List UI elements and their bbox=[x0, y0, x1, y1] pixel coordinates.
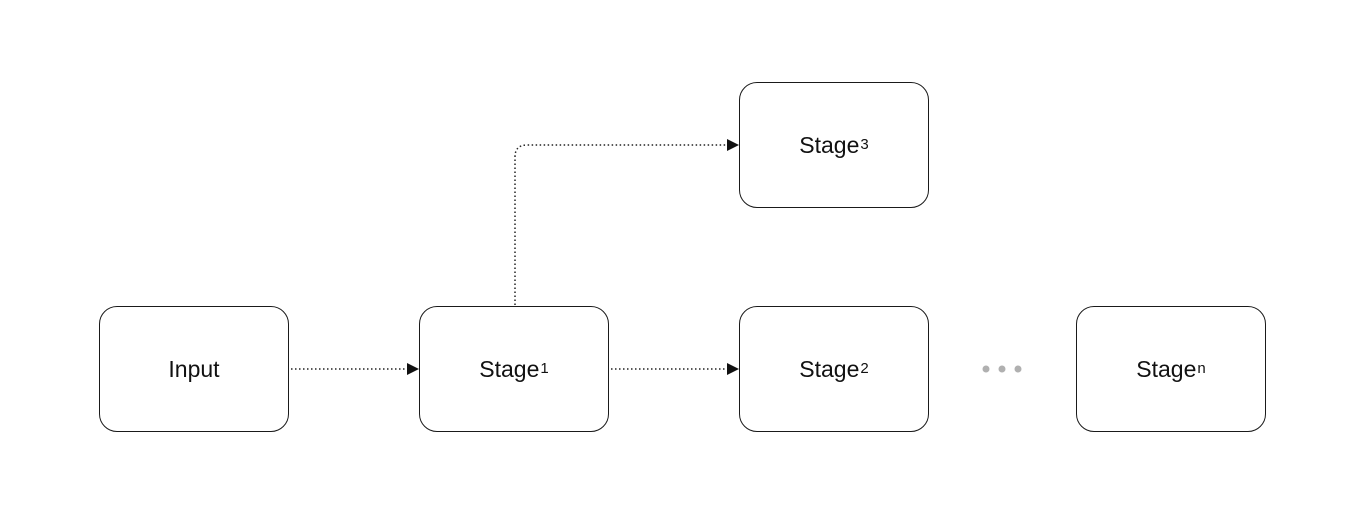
input-node-label: Input bbox=[168, 355, 220, 382]
ellipsis-dots bbox=[982, 365, 1022, 373]
stage-n-node-label: Stage bbox=[1136, 355, 1197, 382]
stage-1-node-label: Stage bbox=[479, 355, 540, 382]
ellipsis-dot bbox=[982, 365, 990, 373]
edge-stage1-to-stage3 bbox=[514, 139, 739, 305]
stage-3-node-label: Stage bbox=[799, 131, 860, 158]
stage-2-node-label: Stage bbox=[799, 355, 860, 382]
input-node: Input bbox=[99, 306, 289, 432]
ellipsis-dot bbox=[998, 365, 1006, 373]
ellipsis-dot bbox=[1014, 365, 1022, 373]
